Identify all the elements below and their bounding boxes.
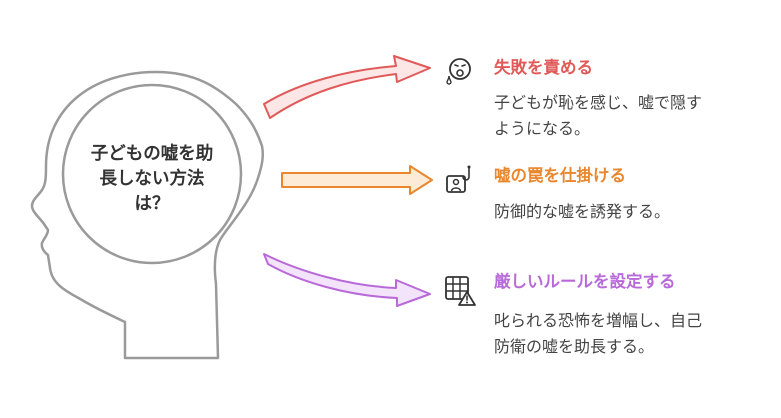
- center-line-1: 子どもの嘘を助: [90, 144, 214, 164]
- center-line-2: 長しない方法: [99, 169, 205, 189]
- item-desc-blame-line-1: 子どもが恥を感じ、嘘で隠す: [494, 93, 703, 112]
- center-question: 子どもの嘘を助 長しない方法 は？: [72, 142, 232, 217]
- item-desc-rules-line-1: 叱られる恐怖を増幅し、自己: [494, 311, 703, 330]
- item-desc-rules-line-2: 防衛の嘘を助長する。: [494, 337, 655, 356]
- item-desc-trap: 防御的な嘘を誘発する。: [494, 199, 670, 225]
- item-title-rules: 厳しいルールを設定する: [494, 272, 676, 291]
- item-desc-trap-line-1: 防御的な嘘を誘発する。: [494, 202, 671, 221]
- hook-trap-icon: [446, 165, 471, 193]
- item-desc-rules: 叱られる恐怖を増幅し、自己 防衛の嘘を助長する。: [494, 308, 702, 360]
- item-title-trap: 嘘の罠を仕掛ける: [494, 166, 626, 185]
- arrow-blame-failure: [263, 55, 431, 119]
- arrow-lie-trap: [281, 165, 433, 195]
- inner-circle: [61, 83, 243, 265]
- item-desc-blame: 子どもが恥を感じ、嘘で隠す ようになる。: [494, 90, 702, 142]
- arrow-strict-rules: [263, 253, 431, 307]
- item-desc-blame-line-2: ようになる。: [494, 119, 591, 138]
- crying-face-icon: [446, 58, 471, 85]
- center-line-3: は？: [134, 194, 170, 214]
- item-title-blame: 失敗を責める: [494, 58, 593, 77]
- grid-warning-icon: [445, 276, 476, 306]
